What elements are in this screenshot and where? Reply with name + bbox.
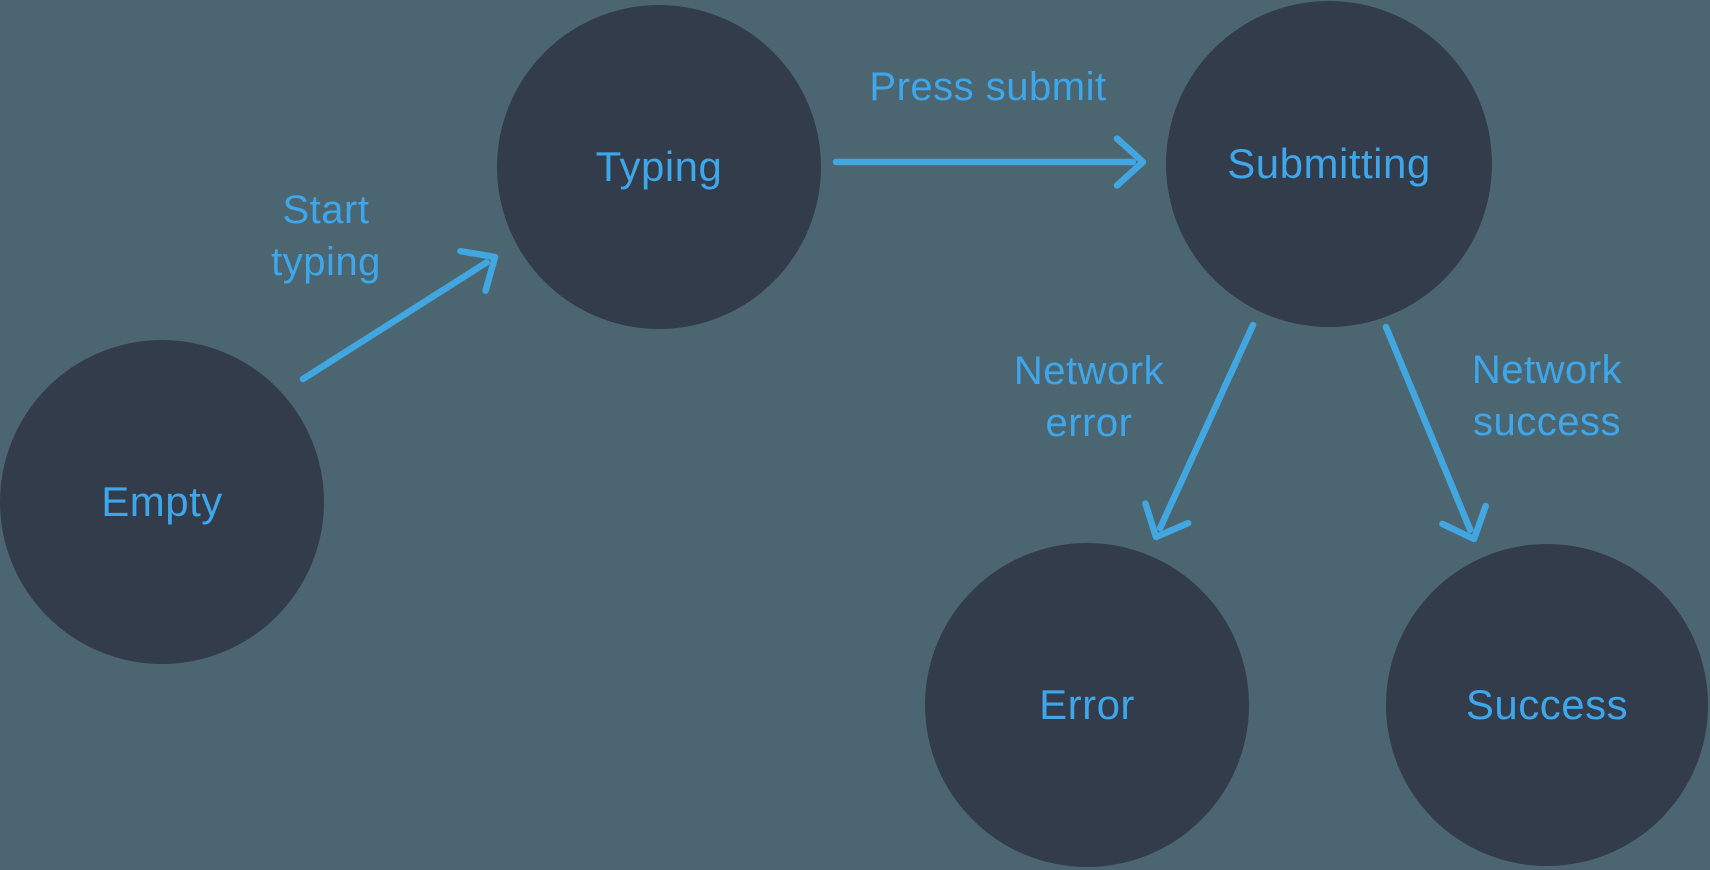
state-node-success: Success <box>1386 544 1708 866</box>
state-node-typing: Typing <box>497 5 821 329</box>
arrow-network-success <box>1382 323 1489 543</box>
arrowhead-icon <box>457 247 499 294</box>
transition-label-network-success: Network success <box>1471 348 1623 444</box>
arrow-press-submit <box>832 135 1147 189</box>
transition-label-press-submit: Press submit <box>869 65 1107 109</box>
state-node-error: Error <box>925 543 1249 867</box>
state-label-submitting: Submitting <box>1227 140 1431 187</box>
arrowhead-icon <box>1439 502 1489 543</box>
state-node-empty: Empty <box>0 340 324 664</box>
arrowhead-icon <box>1142 500 1192 541</box>
state-node-submitting: Submitting <box>1166 1 1492 327</box>
arrow-shaft <box>1382 323 1474 534</box>
arrow-shaft <box>1156 321 1257 532</box>
arrowhead-icon <box>1113 135 1147 189</box>
arrow-start-typing <box>299 247 499 383</box>
state-label-success: Success <box>1465 681 1629 728</box>
transition-label-network-error: Network error <box>1013 349 1165 445</box>
arrow-shaft <box>299 259 490 383</box>
transition-label-start-typing: Start typing <box>271 188 381 284</box>
state-label-typing: Typing <box>595 143 723 190</box>
arrow-network-error <box>1142 321 1257 541</box>
state-label-error: Error <box>1039 681 1135 728</box>
state-label-empty: Empty <box>101 478 223 525</box>
